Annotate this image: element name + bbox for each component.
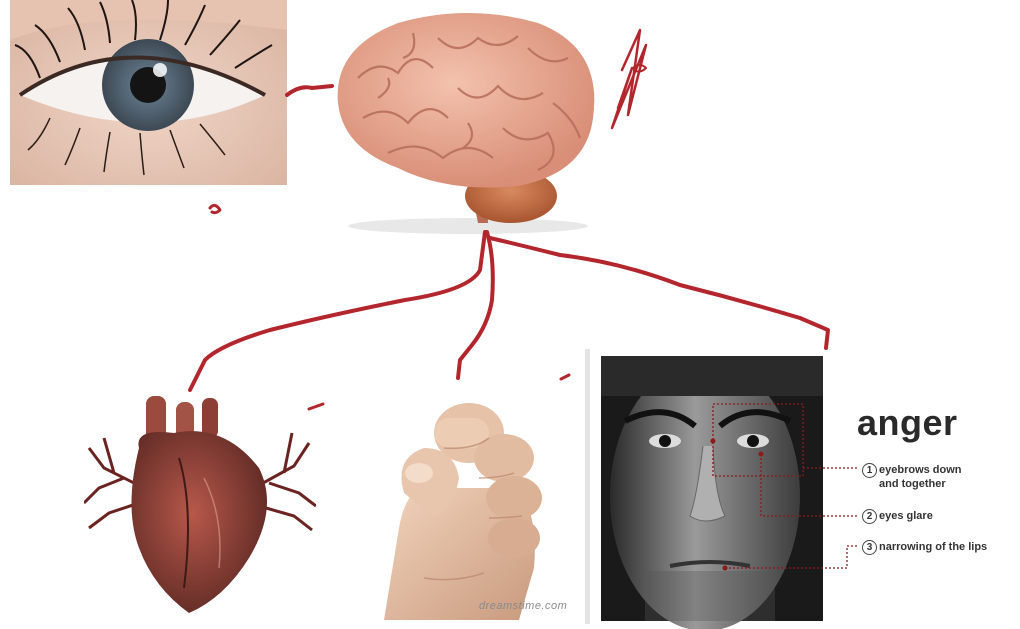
squiggle-mark	[633, 65, 646, 72]
feature-text: eyes glare	[879, 510, 933, 522]
small-mark-eye	[210, 205, 220, 212]
feature-text: eyebrows down	[879, 464, 962, 476]
feature-number: 3	[862, 540, 877, 555]
heart-photo-icon	[84, 388, 316, 620]
connector-brain-face	[490, 238, 828, 348]
feature-number: 2	[862, 509, 877, 524]
watermark-text: dreamstime.com	[479, 600, 567, 612]
connector-brain-fist	[458, 232, 493, 378]
fist-photo-icon	[364, 378, 568, 620]
heart-photo	[84, 388, 316, 620]
eye-photo-icon	[10, 0, 287, 185]
feature-text: narrowing of the lips	[879, 541, 987, 553]
brain-photo	[318, 8, 612, 236]
feature-text-line2: and together	[862, 478, 962, 491]
feature-number: 1	[862, 463, 877, 478]
anger-title: anger	[857, 402, 958, 444]
connector-brain-heart	[190, 232, 485, 390]
brain-photo-icon	[318, 8, 612, 236]
eye-photo	[10, 0, 287, 185]
scribble-mark	[612, 30, 646, 128]
fist-photo: dreamstime.com	[364, 378, 568, 620]
